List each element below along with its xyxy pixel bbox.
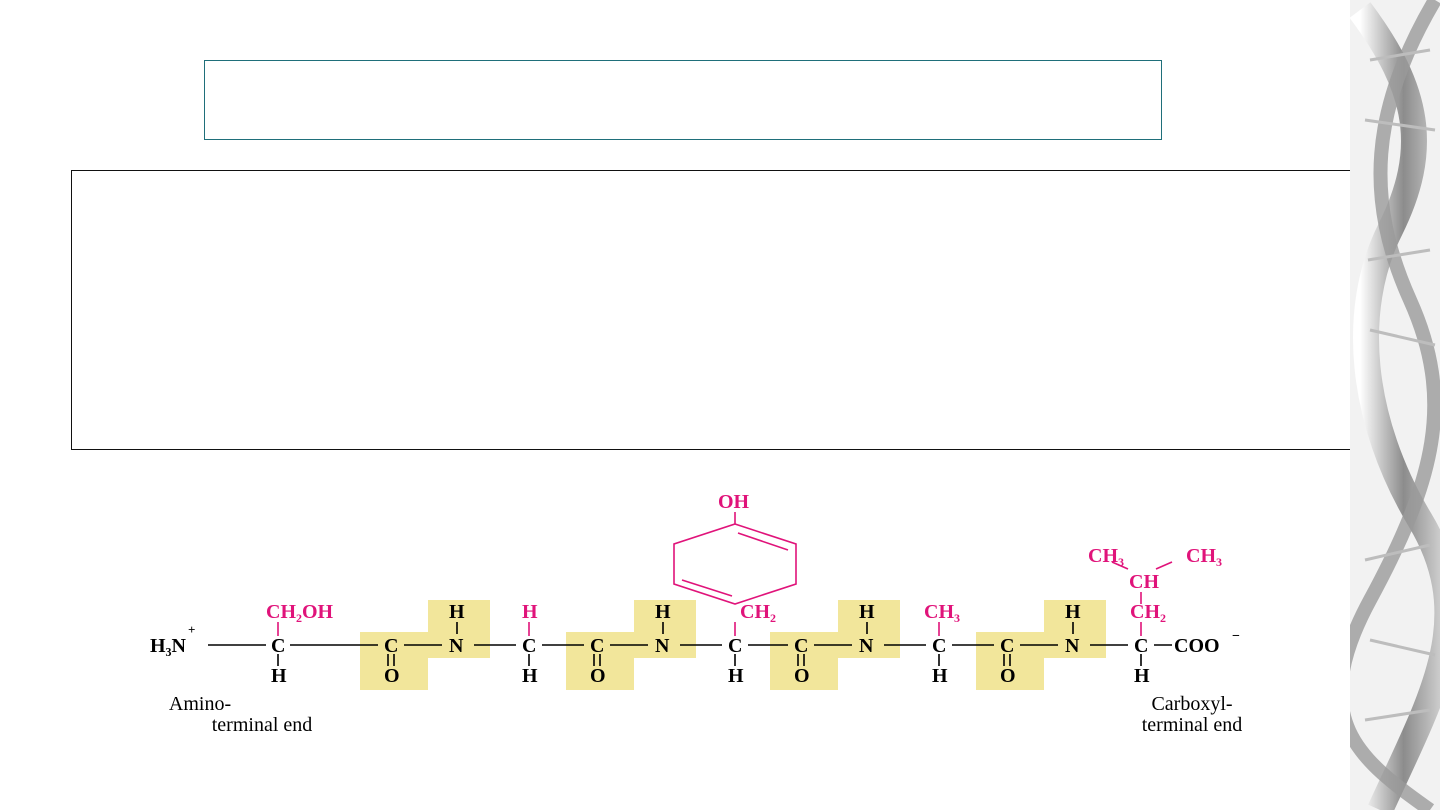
leucine-ch2: CH2 [1130,601,1166,625]
alpha-hydrogen-3: H [728,665,744,687]
alpha-carbon-5: C [1134,635,1148,657]
slide-content-box [71,170,1369,450]
carbonyl-oxygen-3: O [794,665,810,687]
alanine-side-chain-ch3: CH3 [924,601,960,625]
amino-terminal-label-line1: Amino- [169,693,231,715]
peptide-structure-diagram: H₃N + CH2OH C H C O H N H C H C O H N OH… [150,491,1243,736]
carboxyl-terminal-label-line2: terminal end [1142,714,1243,736]
alpha-hydrogen-5: H [1134,665,1150,687]
leucine-ch: CH [1129,571,1159,593]
backbone-bonds [208,622,1172,666]
carbonyl-carbon-3: C [794,635,808,657]
slide-title-box [204,60,1162,140]
tyrosine-hydroxyl: OH [718,491,750,513]
amino-terminal-label-line2: terminal end [212,714,313,736]
alpha-hydrogen-1: H [271,665,287,687]
tyrosine-ch2: CH2 [740,601,776,625]
amide-hydrogen-1: H [449,601,465,623]
serine-side-chain-ch2: CH2OH [266,601,334,625]
alpha-carbon-4: C [932,635,946,657]
n-terminus: H₃N [150,635,187,657]
side-chain-bonds [277,512,1173,636]
amide-nitrogen-3: N [859,635,874,657]
c-terminus: COO [1174,635,1220,657]
amide-hydrogen-2: H [655,601,671,623]
amide-nitrogen-1: N [449,635,464,657]
alpha-carbon-3: C [728,635,742,657]
leucine-ch3-right: CH3 [1186,545,1222,569]
carbonyl-oxygen-4: O [1000,665,1016,687]
n-terminus-charge: + [188,622,195,637]
alpha-carbon-1: C [271,635,285,657]
carbonyl-oxygen-2: O [590,665,606,687]
alpha-hydrogen-4: H [932,665,948,687]
glycine-side-chain-h: H [522,601,538,623]
carbonyl-carbon-2: C [590,635,604,657]
leucine-ch3-left: CH3 [1088,545,1124,569]
amide-nitrogen-4: N [1065,635,1080,657]
alpha-carbon-2: C [522,635,536,657]
c-terminus-charge: − [1232,629,1240,644]
carboxyl-terminal-label-line1: Carboxyl- [1151,693,1232,715]
carbonyl-carbon-4: C [1000,635,1014,657]
carbonyl-carbon-1: C [384,635,398,657]
carbonyl-oxygen-1: O [384,665,400,687]
amide-nitrogen-2: N [655,635,670,657]
alpha-hydrogen-2: H [522,665,538,687]
amide-hydrogen-3: H [859,601,875,623]
amide-hydrogen-4: H [1065,601,1081,623]
dna-helix-decoration [1350,0,1440,810]
